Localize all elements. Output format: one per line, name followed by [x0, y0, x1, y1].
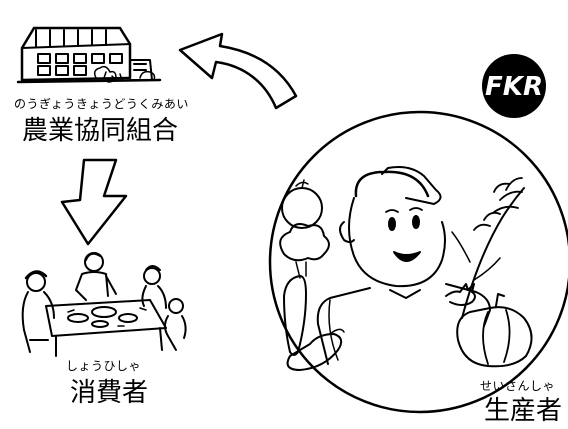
cooperative-label: 農業協同組合 [22, 116, 179, 146]
fkr-logo-text: FKR [485, 72, 543, 102]
arrow-to-cooperative [178, 32, 298, 110]
produce-illustration [279, 177, 533, 371]
farmer-illustration [316, 166, 491, 365]
arrow-to-consumer [60, 158, 128, 246]
cooperative-reading: のうぎょうきょうどうくみあい [14, 97, 189, 111]
cooperative-building [16, 26, 162, 84]
producer-reading: せいさんしゃ [480, 379, 556, 393]
consumer-label: 消費者 [70, 378, 149, 408]
producer-label: 生産者 [484, 396, 563, 426]
consumer-reading: しょうひしゃ [66, 359, 142, 373]
producer-circle [268, 110, 568, 414]
consumers-illustration [21, 252, 187, 357]
fkr-logo: FKR [482, 54, 546, 118]
